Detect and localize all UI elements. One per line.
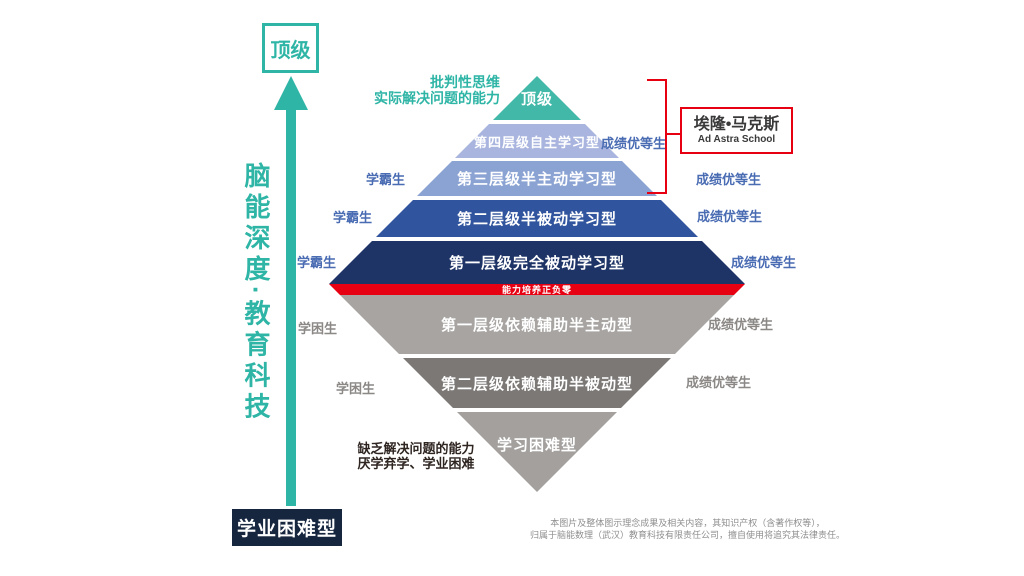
- right-label-4: 成绩优等生: [731, 255, 797, 270]
- pyramid-band-dependent1: 第一层级依赖辅助半主动型: [329, 295, 745, 354]
- bracket-vertical-line: [665, 79, 667, 194]
- up-arrow-icon: [274, 76, 308, 110]
- left-label-1: 学霸生: [366, 172, 406, 187]
- top-annotation: 批判性思维 实际解决问题的能力: [374, 74, 500, 106]
- academic-difficulty-box: 学业困难型: [232, 509, 342, 546]
- top-level-box: 顶级: [262, 23, 319, 73]
- bracket-connector: [665, 133, 681, 135]
- disclaimer-line1: 本图片及整体图示理念成果及相关内容，其知识产权（含著作权等），: [550, 518, 825, 528]
- pyramid-band-level2: 第二层级半被动学习型: [329, 200, 745, 237]
- bracket-bottom-tick: [647, 192, 667, 194]
- pyramid-band-dependent2: 第二层级依赖辅助半被动型: [329, 358, 745, 408]
- disclaimer-line2: 归属于脑能数理（武汉）教育科技有限责任公司，擅自使用将追究其法律责任。: [529, 530, 845, 540]
- pyramid-zero-divider: 能力培养正负零: [329, 284, 745, 295]
- right-label-3: 成绩优等生: [697, 209, 763, 224]
- pyramid-band-level1: 第一层级完全被动学习型: [329, 241, 745, 284]
- right-label-6: 成绩优等生: [686, 375, 752, 390]
- left-label-3: 学霸生: [297, 255, 337, 270]
- top-annotation-line2: 实际解决问题的能力: [374, 90, 500, 106]
- bracket-top-tick: [647, 79, 667, 81]
- school-name-en: Ad Astra School: [697, 134, 776, 145]
- up-arrow-shaft: [286, 108, 296, 506]
- bottom-annotation-line2: 厌学弃学、学业困难: [357, 456, 475, 471]
- axis-label: 脑能深度·教育科技: [241, 162, 271, 424]
- ad-astra-school-box: 埃隆•马克斯 Ad Astra School: [680, 107, 793, 154]
- right-label-1: 成绩优等生: [601, 136, 667, 151]
- left-label-5: 学困生: [336, 381, 376, 396]
- bottom-annotation: 缺乏解决问题的能力 厌学弃学、学业困难: [350, 441, 482, 471]
- left-label-4: 学困生: [298, 321, 338, 336]
- copyright-disclaimer: 本图片及整体图示理念成果及相关内容，其知识产权（含著作权等）， 归属于脑能数理（…: [525, 517, 850, 541]
- bottom-annotation-line1: 缺乏解决问题的能力: [357, 441, 475, 456]
- left-label-2: 学霸生: [333, 210, 373, 225]
- school-name-cn: 埃隆•马克斯: [693, 116, 780, 133]
- top-annotation-line1: 批判性思维: [430, 74, 500, 90]
- right-label-5: 成绩优等生: [708, 317, 774, 332]
- right-label-2: 成绩优等生: [696, 172, 762, 187]
